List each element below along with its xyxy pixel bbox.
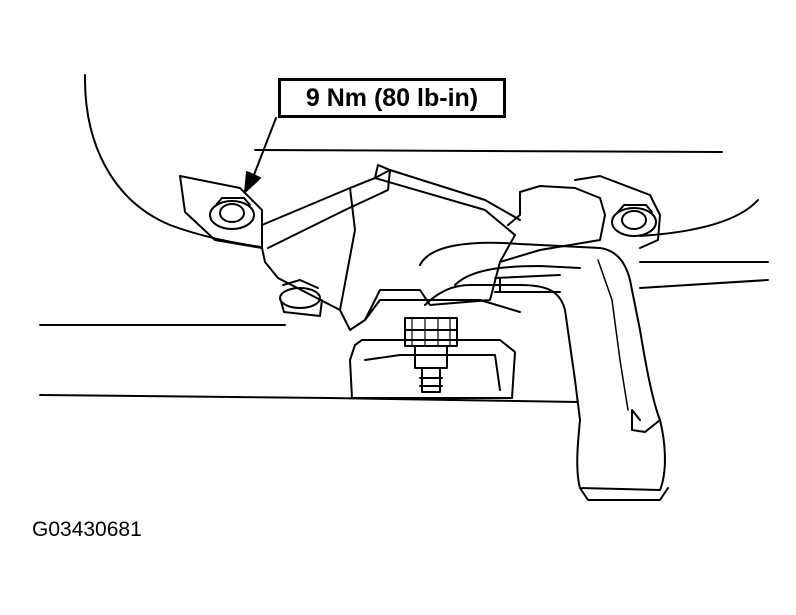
left-diagonal-brace bbox=[262, 170, 390, 248]
right-bolt-bracket bbox=[575, 176, 660, 248]
center-sensor bbox=[405, 318, 457, 392]
left-rail-lower bbox=[40, 395, 330, 398]
figure-id-label: G03430681 bbox=[32, 518, 142, 541]
hanger-edge-shading bbox=[598, 260, 628, 410]
torque-callout-box: 9 Nm (80 lb-in) bbox=[278, 78, 506, 118]
hanger-arm-outer bbox=[420, 243, 665, 490]
callout-arrowhead bbox=[244, 171, 261, 193]
left-bolt bbox=[210, 198, 254, 229]
hanger-bottom-edge bbox=[580, 488, 668, 500]
lower-center-housing bbox=[350, 340, 515, 398]
right-panel-curve bbox=[640, 200, 758, 236]
body-panel-top-edge bbox=[255, 150, 722, 152]
torque-callout-label: 9 Nm (80 lb-in) bbox=[305, 83, 479, 112]
left-bracket-inner bbox=[262, 248, 340, 310]
right-bolt bbox=[612, 205, 656, 236]
callout-leader-line bbox=[252, 118, 276, 180]
central-housing bbox=[340, 178, 515, 330]
left-lower-fitting bbox=[280, 280, 322, 316]
hanger-hook bbox=[632, 410, 660, 432]
right-wing-notch bbox=[508, 192, 520, 225]
right-rail-lower bbox=[640, 280, 768, 288]
mid-fitting-rail bbox=[495, 275, 560, 292]
right-wing-bracket bbox=[500, 186, 605, 262]
lower-center-inner bbox=[365, 355, 500, 390]
hanger-arm-inner bbox=[455, 266, 580, 285]
housing-top-ridge bbox=[375, 165, 520, 220]
